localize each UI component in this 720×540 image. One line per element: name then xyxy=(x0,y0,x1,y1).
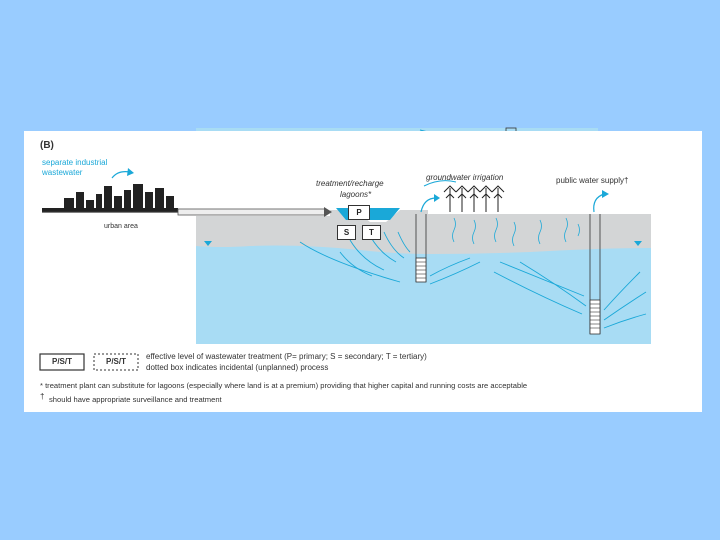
lagoons-label-line2: lagoons* xyxy=(340,190,372,199)
industrial-wastewater-label-line1: separate industrial xyxy=(42,158,108,167)
aquifer-water xyxy=(196,236,651,344)
legend-solid-box-label: P/S/T xyxy=(51,357,72,366)
supply-well-outlet-arrowhead xyxy=(602,190,609,198)
supply-well-screen xyxy=(589,299,601,335)
lagoons-label-line1: treatment/recharge xyxy=(316,179,384,188)
city-skyline-icon xyxy=(42,184,178,212)
sewer-pipe-arrowhead xyxy=(324,207,332,217)
water-table-markers xyxy=(204,241,642,246)
public-water-supply-label: public water supply† xyxy=(556,176,629,185)
legend-treatment-level-text: effective level of wastewater treatment … xyxy=(146,352,427,361)
legend-dotted-box-text: dotted box indicates incidental (unplann… xyxy=(146,363,329,372)
industrial-outflow-arrowhead xyxy=(127,168,134,176)
groundwater-irrigation-label: groundwater irrigation xyxy=(426,173,504,182)
crop-plants-icon xyxy=(443,185,505,212)
sewer-pipe xyxy=(177,208,327,216)
footnote-lagoons: * treatment plant can substitute for lag… xyxy=(40,381,528,390)
supply-well-screen-slots xyxy=(590,303,600,329)
irrigation-well-outlet-arrowhead xyxy=(434,194,440,202)
legend-dotted-box-label: P/S/T xyxy=(105,357,126,366)
tertiary-treatment-box: T xyxy=(362,225,381,240)
legend-solid-box xyxy=(39,353,85,371)
secondary-treatment-box: S xyxy=(337,225,356,240)
footnote-supply-surveillance: should have appropriate surveillance and… xyxy=(49,395,222,404)
industrial-wastewater-label-line2: wastewater xyxy=(42,168,83,177)
unsaturated-zone-lines xyxy=(452,217,580,247)
urban-area-label: urban area xyxy=(104,223,138,230)
irrigation-spray-arrow xyxy=(423,180,457,187)
panel-label: (B) xyxy=(40,140,54,151)
irrigation-well-screen-slots xyxy=(416,261,426,279)
primary-treatment-box: P xyxy=(348,205,370,220)
legend-dotted-box xyxy=(93,353,139,371)
groundwater-flow-arrows xyxy=(429,257,647,329)
footnote-dagger-mark: † xyxy=(40,392,45,401)
ground-layer xyxy=(196,210,651,254)
